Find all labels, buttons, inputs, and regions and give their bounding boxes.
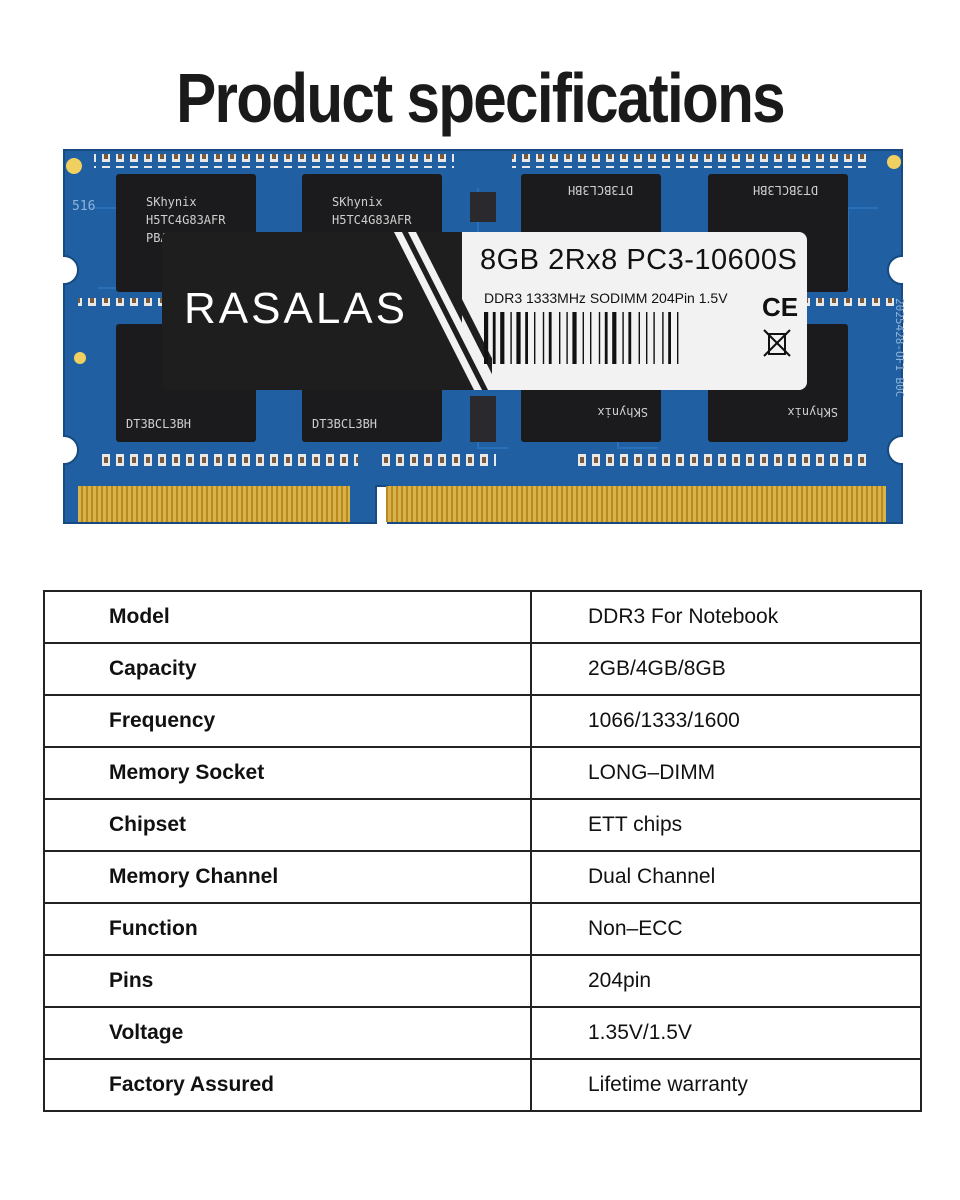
sticker-spec-line2: DDR3 1333MHz SODIMM 204Pin 1.5V xyxy=(484,290,728,306)
chip-code-text: DT3BCL3BH xyxy=(753,183,818,197)
chip-brand-text: SKhynix xyxy=(787,405,838,419)
spec-value: Dual Channel xyxy=(530,850,922,904)
spec-value: Lifetime warranty xyxy=(530,1058,922,1112)
spec-key: Capacity xyxy=(43,642,532,696)
chip-brand-text: SKhynix xyxy=(332,195,383,209)
spec-value: LONG–DIMM xyxy=(530,746,922,800)
chip-code-text: DT3BCL3BH xyxy=(312,417,377,431)
chip-brand-text: SKhynix xyxy=(597,405,648,419)
page-title: Product specifications xyxy=(176,59,786,137)
sticker-stripes xyxy=(372,232,492,390)
spec-key: Voltage xyxy=(43,1006,532,1060)
barcode xyxy=(484,312,679,364)
chip-part-text: H5TC4G83AFR xyxy=(332,213,412,227)
spec-value: 1066/1333/1600 xyxy=(530,694,922,748)
spec-value: DDR3 For Notebook xyxy=(530,590,922,644)
gold-fingers-left xyxy=(78,486,350,522)
spec-value: 1.35V/1.5V xyxy=(530,1006,922,1060)
ce-mark: CE xyxy=(762,292,799,322)
spec-key: Function xyxy=(43,902,532,956)
spec-key: Model xyxy=(43,590,532,644)
brand-logo-text: RASALAS xyxy=(184,284,408,333)
spec-value: 204pin xyxy=(530,954,922,1008)
spec-key: Memory Channel xyxy=(43,850,532,904)
chip-code-text: DT3BCL3BH xyxy=(568,183,633,197)
chip-code-text: DT3BCL3BH xyxy=(126,417,191,431)
crossed-bin-icon xyxy=(763,329,791,357)
spec-key: Memory Socket xyxy=(43,746,532,800)
spec-key: Frequency xyxy=(43,694,532,748)
spec-key: Chipset xyxy=(43,798,532,852)
spec-value: Non–ECC xyxy=(530,902,922,956)
spec-key: Factory Assured xyxy=(43,1058,532,1112)
chip-part-text: H5TC4G83AFR xyxy=(146,213,226,227)
pcb-mark-left: 516 xyxy=(72,199,95,214)
spec-value: 2GB/4GB/8GB xyxy=(530,642,922,696)
spec-key: Pins xyxy=(43,954,532,1008)
chip-brand-text: SKhynix xyxy=(146,195,197,209)
module-sticker: RASALAS 8GB 2Rx8 PC3-10600S DDR3 1333MHz… xyxy=(162,232,807,390)
sticker-spec-line1: 8GB 2Rx8 PC3-10600S xyxy=(480,244,798,276)
gold-fingers-right xyxy=(386,486,886,522)
pcb-mark-right: 2025428-OF1 B0C xyxy=(893,298,906,397)
spec-value: ETT chips xyxy=(530,798,922,852)
